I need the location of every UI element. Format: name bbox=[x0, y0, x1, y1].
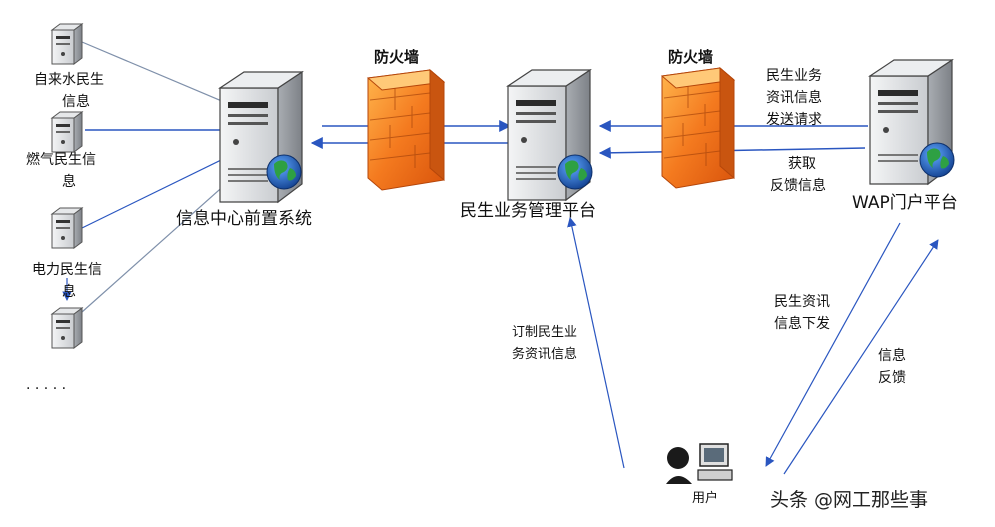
firewall-left-icon bbox=[366, 68, 446, 191]
firewall-right-icon bbox=[660, 66, 736, 189]
wap-portal-globe-icon bbox=[919, 142, 955, 178]
management-platform-globe-icon bbox=[557, 154, 593, 190]
power-server-icon bbox=[50, 207, 84, 249]
subscribe-label: 订制民生业 务资讯信息 bbox=[512, 325, 581, 362]
water-server-icon bbox=[50, 23, 84, 65]
front-system-globe-icon bbox=[266, 154, 302, 190]
feedback-top-line2: 反馈信息 bbox=[770, 177, 826, 194]
water-info-line2: 信息 bbox=[62, 93, 90, 110]
user-feedback-line1: 信息 bbox=[878, 347, 906, 364]
deliver-label: 民生资讯 信息下发 bbox=[774, 294, 834, 332]
user-to-mgmt-arrow bbox=[567, 217, 625, 469]
management-platform-label: 民生业务管理平台 bbox=[460, 201, 596, 221]
water-info-line1: 自来水民生 bbox=[34, 72, 104, 88]
request-line1: 民生业务 bbox=[766, 68, 822, 84]
water-info-label: 自来水民生 信息 bbox=[34, 72, 108, 110]
power-info-line1: 电力民生信 bbox=[32, 262, 102, 278]
subscribe-line2: 务资讯信息 bbox=[512, 346, 577, 362]
wap-portal-server-icon bbox=[868, 58, 954, 186]
firewall-left-label: 防火墙 bbox=[374, 48, 419, 66]
request-line3: 发送请求 bbox=[766, 112, 822, 128]
request-label: 民生业务 资讯信息 发送请求 bbox=[766, 68, 826, 128]
other-server-icon bbox=[50, 307, 84, 349]
gas-server-icon bbox=[50, 111, 84, 153]
feedback-top-label: 获取 反馈信息 bbox=[770, 156, 826, 194]
user-feedback-line2: 反馈 bbox=[878, 370, 906, 386]
wap-to-user-arrow bbox=[765, 222, 901, 467]
subscribe-line1: 订制民生业 bbox=[512, 325, 577, 340]
gas-info-line2: 息 bbox=[62, 173, 76, 190]
power-info-line2: 息 bbox=[62, 283, 76, 300]
user-label: 用户 bbox=[692, 490, 718, 506]
gas-info-label: 燃气民生信 息 bbox=[26, 151, 100, 190]
user-icon bbox=[666, 443, 733, 484]
deliver-line2: 信息下发 bbox=[774, 315, 830, 332]
front-system-label: 信息中心前置系统 bbox=[176, 209, 312, 229]
user-to-wap-arrow bbox=[783, 239, 939, 475]
request-line2: 资讯信息 bbox=[766, 89, 822, 106]
power-info-label: 电力民生信 息 bbox=[32, 262, 106, 300]
wap-portal-label: WAP门户平台 bbox=[852, 193, 958, 213]
front-system-server-icon bbox=[218, 70, 304, 204]
watermark: 头条 @网工那些事 bbox=[770, 489, 928, 511]
more-sources-ellipsis: . . . . . bbox=[26, 377, 66, 393]
feedback-top-line1: 获取 bbox=[788, 156, 816, 172]
gas-info-line1: 燃气民生信 bbox=[26, 151, 96, 168]
user-feedback-label: 信息 反馈 bbox=[878, 347, 910, 386]
deliver-line1: 民生资讯 bbox=[774, 294, 830, 310]
firewall-right-label: 防火墙 bbox=[668, 48, 713, 66]
management-platform-server-icon bbox=[506, 68, 592, 202]
